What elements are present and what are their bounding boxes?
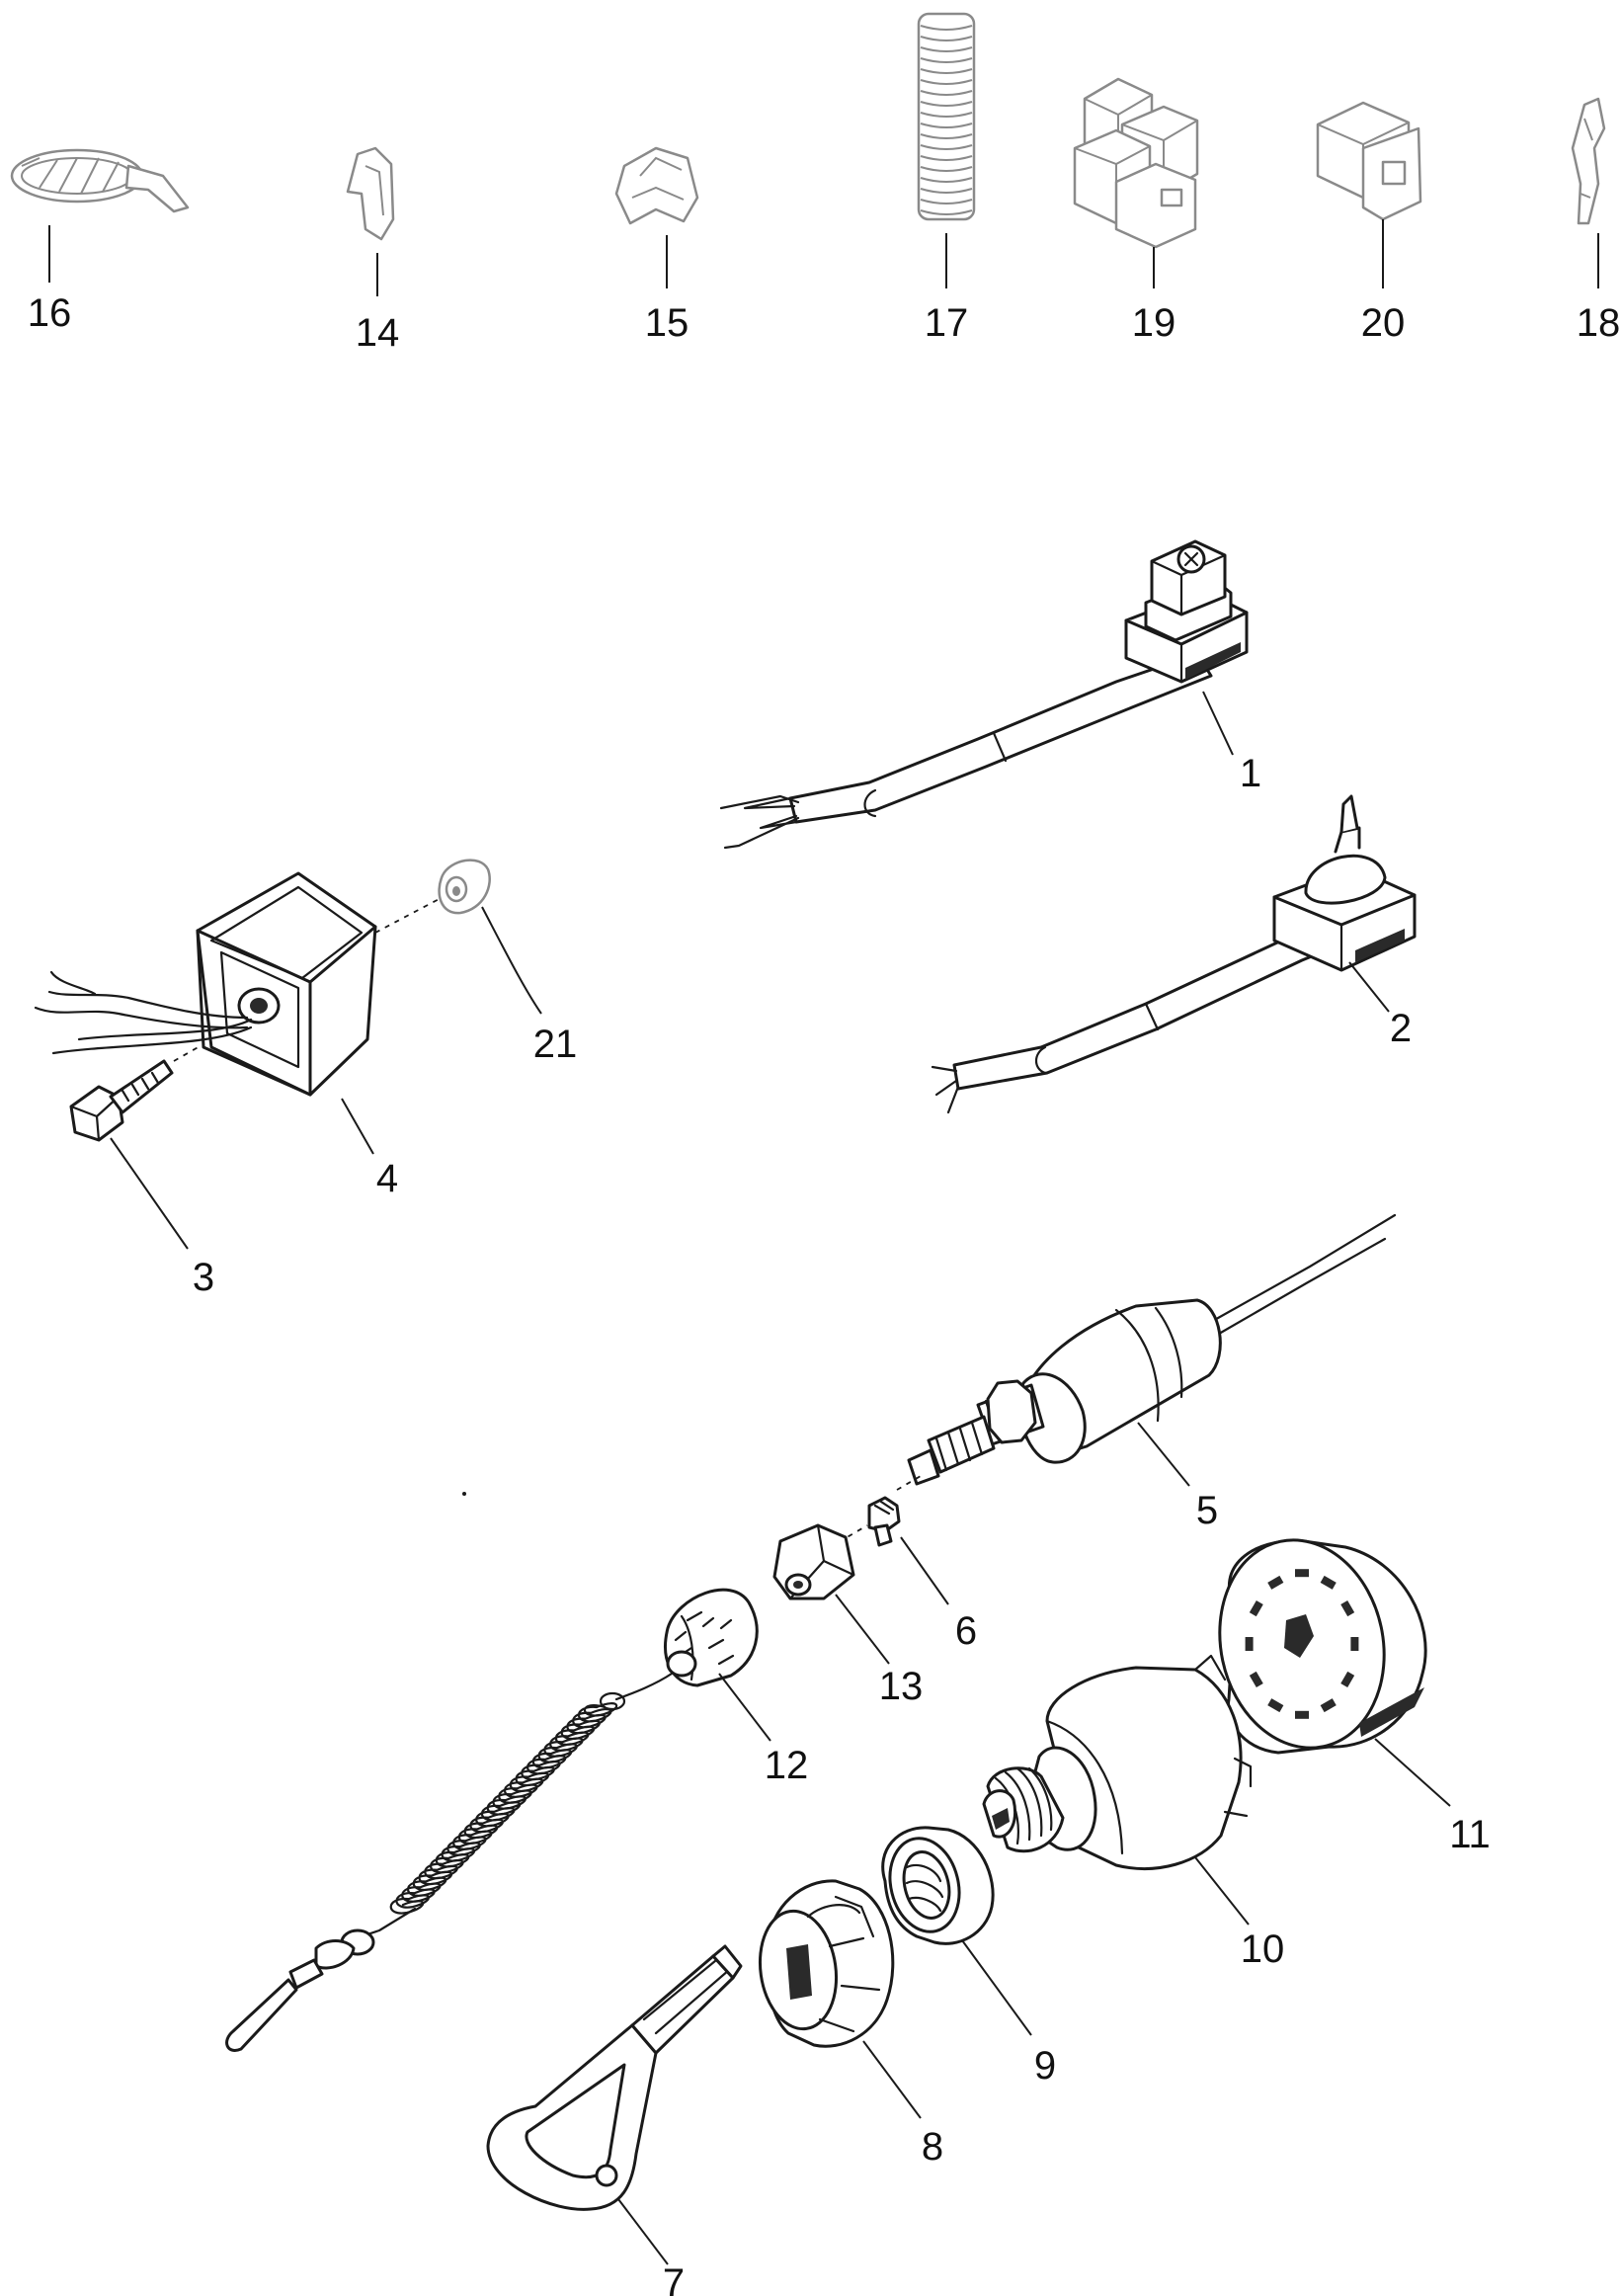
part-12-coiled-cord — [225, 1672, 674, 2052]
part-4-square-module[interactable] — [196, 871, 377, 1097]
callout-3: 3 — [193, 1256, 214, 1299]
part-2-sender-with-nipple[interactable] — [931, 794, 1417, 1114]
cover-slot — [1245, 1637, 1254, 1651]
part-8-bezel[interactable] — [753, 1879, 895, 2048]
part-7-key[interactable] — [486, 1944, 743, 2211]
callout-15: 15 — [645, 301, 689, 345]
part-3-screw[interactable] — [69, 1059, 174, 1142]
part-13-cap-nut[interactable] — [772, 1523, 855, 1600]
callout-11: 11 — [1449, 1813, 1491, 1856]
cover-slot — [1295, 1569, 1309, 1578]
cover-slot — [1340, 1671, 1355, 1687]
part-18-terminal[interactable] — [1571, 97, 1606, 225]
part-16-cable-tie[interactable] — [10, 148, 190, 213]
callout-5: 5 — [1196, 1489, 1218, 1532]
cover-slot — [1267, 1575, 1284, 1590]
callout-6: 6 — [955, 1609, 977, 1653]
part-1-sender-with-cable[interactable] — [719, 539, 1249, 850]
part-20-connector-housing[interactable] — [1316, 101, 1422, 221]
part-9-ring-nut[interactable] — [880, 1826, 995, 1945]
callout-18: 18 — [1577, 301, 1621, 345]
callout-16: 16 — [28, 291, 72, 335]
callout-13: 13 — [879, 1665, 924, 1708]
callout-19: 19 — [1132, 301, 1176, 345]
callout-9: 9 — [1034, 2044, 1056, 2088]
callout-1: 1 — [1240, 752, 1261, 795]
callout-2: 2 — [1390, 1007, 1412, 1050]
callout-14: 14 — [356, 311, 400, 355]
callout-21: 21 — [533, 1023, 578, 1066]
callout-20: 20 — [1361, 301, 1406, 345]
part-15-clip[interactable] — [614, 146, 699, 225]
callout-8: 8 — [922, 2125, 943, 2169]
callout-10: 10 — [1241, 1927, 1285, 1971]
cover-slot — [1249, 1600, 1263, 1617]
cover-slot — [1320, 1575, 1337, 1590]
part-6-plunger[interactable] — [867, 1496, 901, 1547]
part-5-stop-switch[interactable] — [907, 1213, 1397, 1486]
callout-12: 12 — [765, 1744, 809, 1787]
part-17-corrugated-loom[interactable] — [917, 12, 976, 221]
callout-7: 7 — [663, 2261, 685, 2296]
part-10-ignition-switch[interactable] — [982, 1654, 1253, 1870]
part-21-washer[interactable] — [438, 859, 491, 915]
cover-slots — [1245, 1569, 1359, 1719]
cover-slot — [1295, 1710, 1309, 1719]
callout-17: 17 — [925, 301, 969, 345]
cover-slot — [1267, 1698, 1284, 1713]
cover-slot — [1320, 1698, 1337, 1713]
part-12-lanyard-clip[interactable] — [664, 1588, 759, 1687]
cover-slot — [1350, 1637, 1359, 1651]
part-14-clip[interactable] — [346, 146, 395, 241]
cover-slot — [1340, 1600, 1355, 1617]
cover-slot — [1249, 1671, 1263, 1687]
callout-4: 4 — [376, 1157, 398, 1200]
part-19-connector-housing[interactable] — [1073, 77, 1199, 249]
part-4-module-wires — [34, 970, 253, 1055]
part-11-cover[interactable] — [1201, 1524, 1427, 1763]
